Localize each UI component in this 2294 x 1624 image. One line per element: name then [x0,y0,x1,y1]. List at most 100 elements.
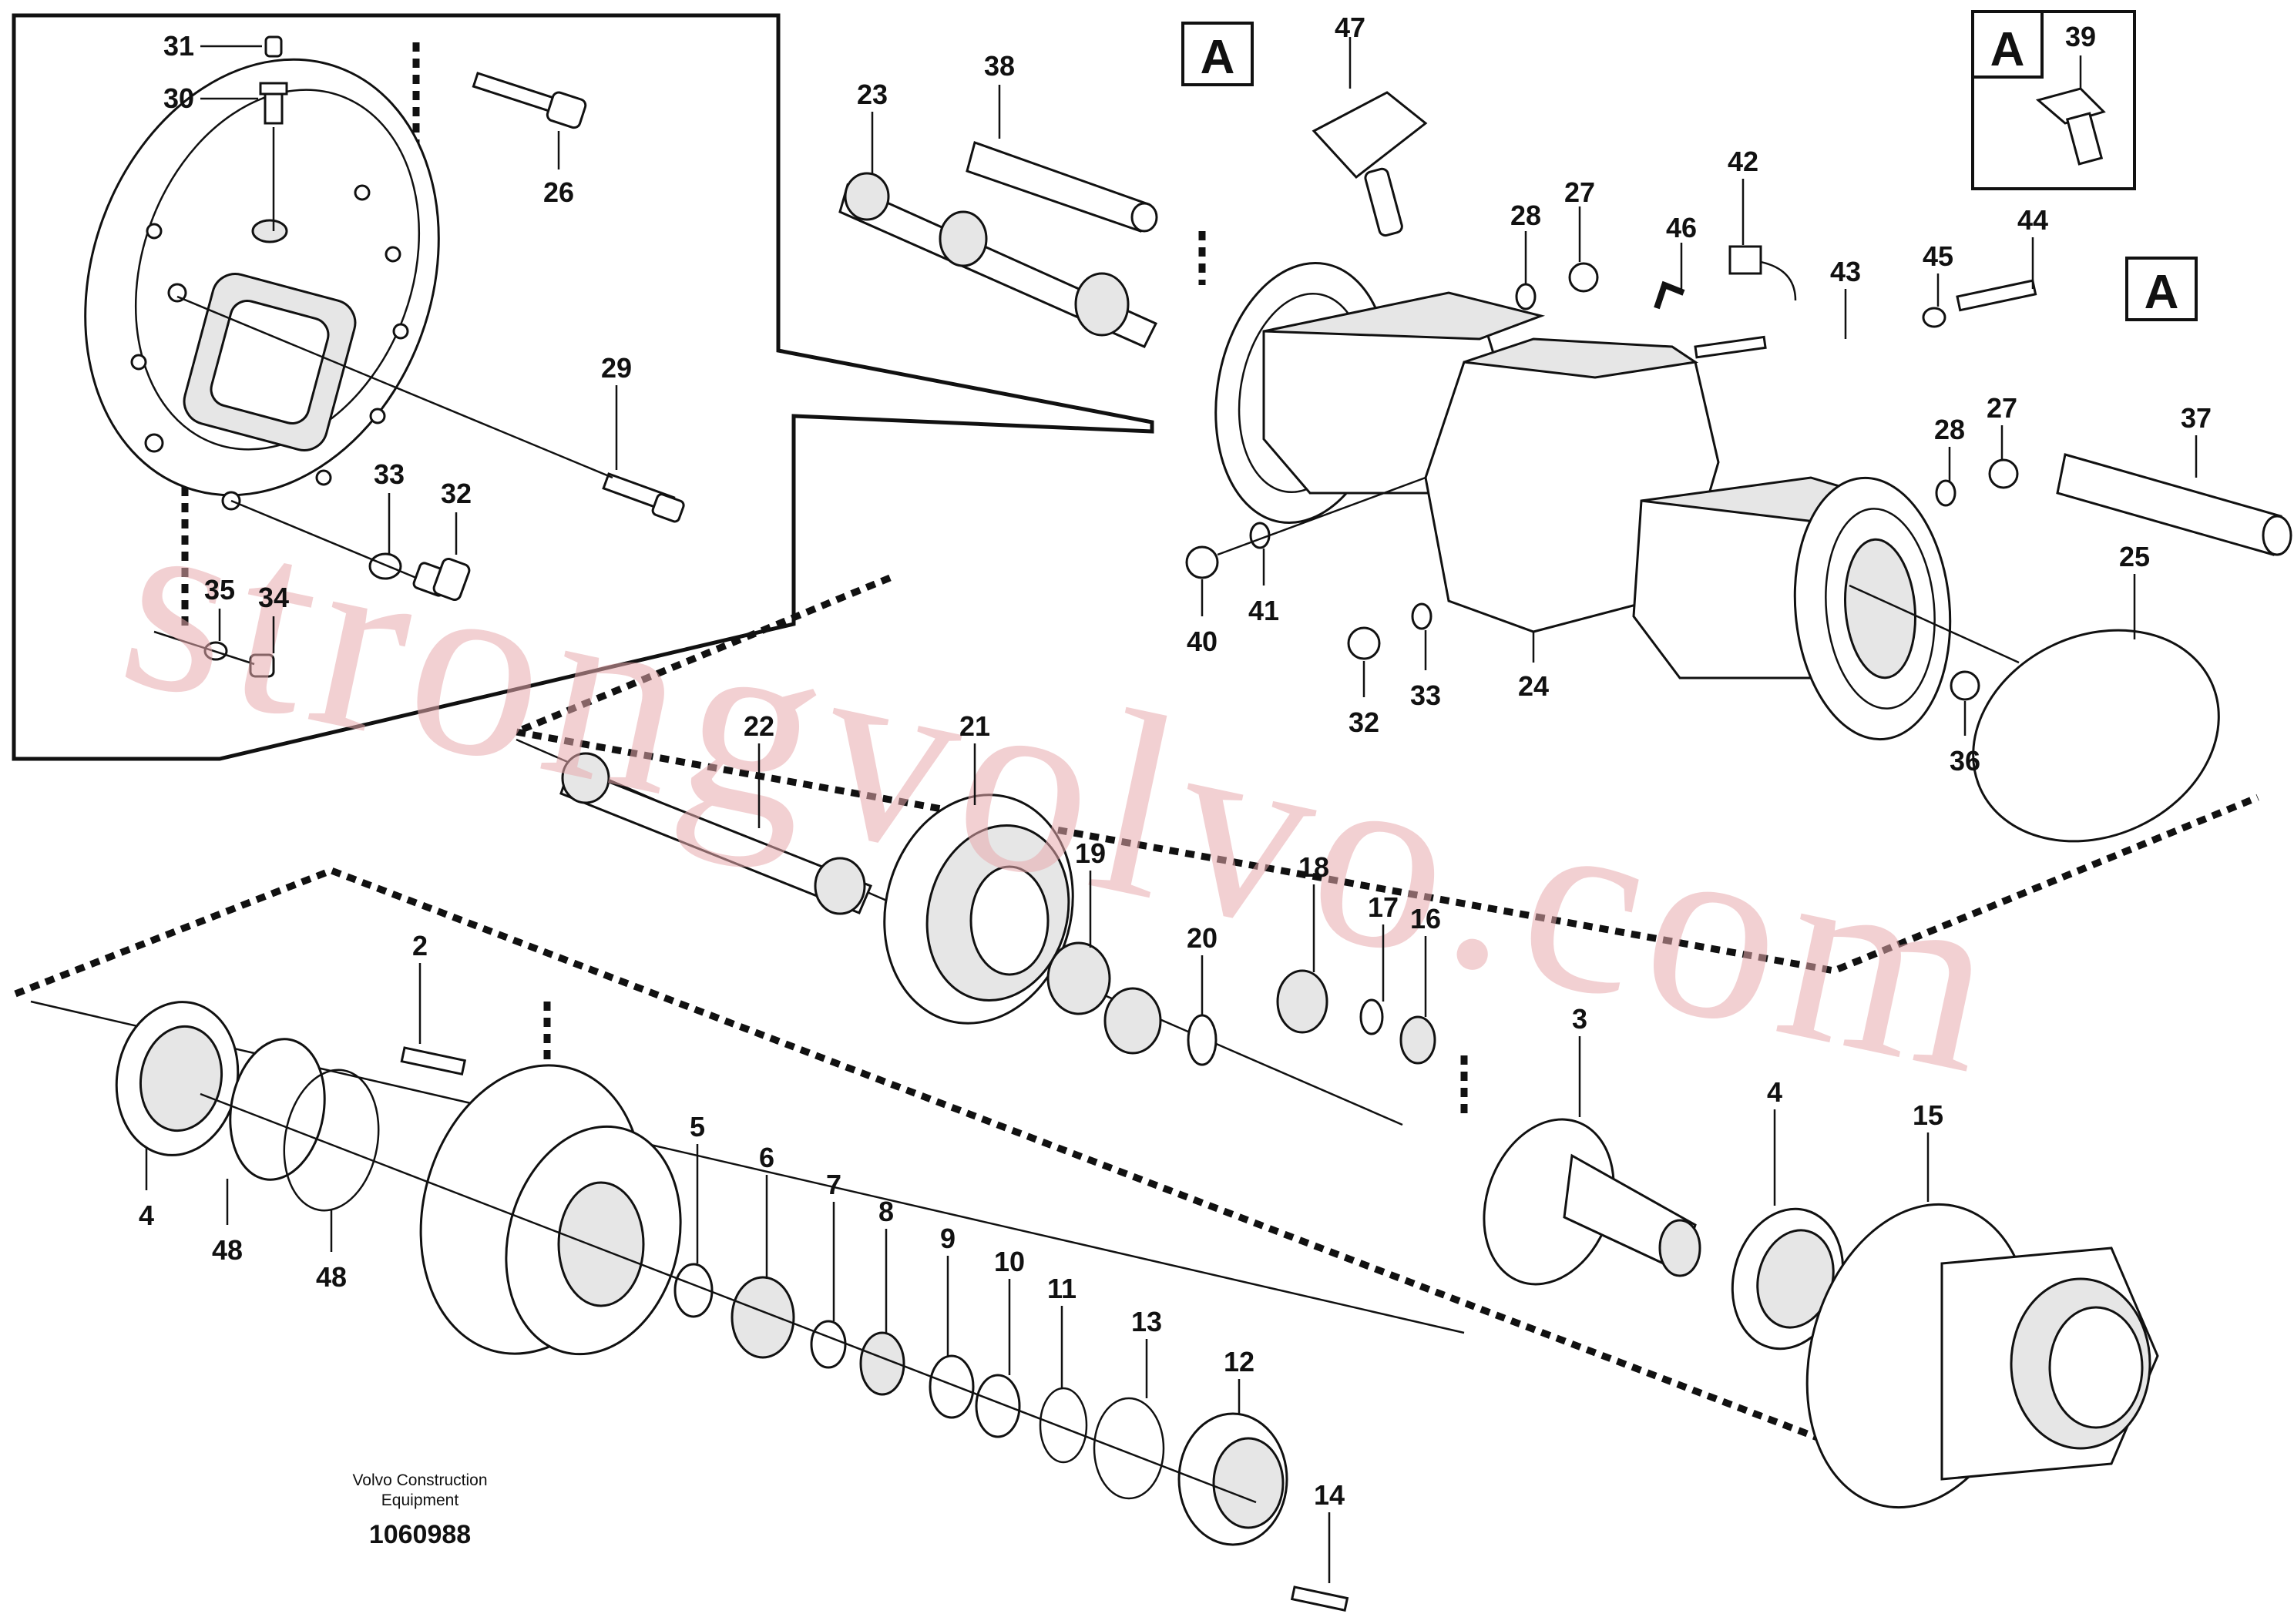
callout-28-left: 28 [1510,200,1541,231]
callout-22: 22 [744,710,774,742]
callout-26: 26 [543,176,574,208]
callout-24: 24 [1518,670,1549,702]
callout-30: 30 [163,82,194,114]
breather-47 [1312,91,1428,237]
callout-10: 10 [994,1246,1025,1277]
pin-43 [1694,335,1767,359]
callout-11: 11 [1047,1273,1076,1304]
callout-15: 15 [1913,1099,1943,1131]
lock-9 [929,1354,975,1419]
plug-27-right [1988,458,2019,489]
callout-25: 25 [2119,541,2150,572]
washer-45 [1922,307,1946,328]
callout-19: 19 [1075,837,1106,869]
spindle-3 [1483,1118,1701,1286]
sheet-info: Volvo Construction Equipment 1060988 [352,1471,487,1549]
callout-6: 6 [759,1142,774,1173]
drawing-number: 1060988 [369,1520,471,1549]
callout-2: 2 [412,930,428,961]
reference-tag: A [2145,266,2179,319]
callout-17: 17 [1368,891,1399,923]
bolt-2 [400,1046,467,1076]
callout-46: 46 [1666,212,1697,243]
hub-assembly [14,738,2159,1612]
washer-7 [810,1320,847,1369]
reference-box-a-37: A [2125,257,2198,321]
callout-33-housing: 33 [1410,679,1441,711]
callout-13: 13 [1131,1306,1162,1337]
detail-inset [12,13,1154,761]
callout-28-right: 28 [1934,414,1965,445]
plug-36 [1950,670,1980,701]
seal-41 [1249,522,1271,549]
sun-gear [1103,987,1162,1055]
planet-carrier-21 [883,794,1074,1025]
reference-box-a-38: A [1181,22,1254,86]
callout-43: 43 [1830,256,1861,287]
bolt-44 [1956,279,2037,312]
callout-4-left: 4 [139,1200,154,1231]
callout-41: 41 [1248,595,1279,626]
seal-28-left [1515,283,1537,310]
callout-8: 8 [878,1196,894,1227]
bolt-39 [2035,87,2106,166]
seal-28-right [1935,479,1956,507]
callout-39: 39 [2065,21,2096,52]
cap-31 [264,35,283,58]
callout-29: 29 [601,352,632,384]
plug-32 [412,558,471,601]
company-name-line2: Equipment [381,1491,459,1509]
bolt-26 [472,72,587,129]
callout-31: 31 [163,30,194,62]
washer-5 [673,1263,714,1318]
callout-14: 14 [1314,1479,1345,1511]
tube-23 [838,172,1158,348]
cover-12 [1177,1412,1288,1546]
sleeve-38 [966,141,1158,233]
wheel-hub [419,1064,682,1356]
axle-housing [504,91,2292,975]
callout-38: 38 [984,50,1015,82]
gear-18 [1276,969,1328,1034]
callout-27-right: 27 [1987,392,2017,424]
gear-19 [1046,941,1111,1015]
callout-36: 36 [1950,745,1980,777]
callout-48-outer: 48 [212,1234,243,1266]
plug-27-left [1568,262,1599,293]
plug-32-housing [1347,626,1381,660]
callout-33-inset: 33 [374,458,405,490]
callout-20: 20 [1187,922,1218,954]
callout-labels: 31 30 26 29 33 32 35 34 23 38 47 39 28 2… [139,12,2212,1583]
sleeve-37 [2056,453,2292,556]
screw-34 [249,653,275,678]
reference-box-a-39: A [1971,10,2136,190]
sensor-42 [1728,245,1797,301]
bleed-nipple-30 [259,82,288,125]
nut-6 [731,1276,795,1359]
hub-15 [1805,1203,2159,1509]
ring-17 [1359,998,1384,1035]
lock-10 [975,1374,1021,1438]
callout-45: 45 [1923,240,1953,272]
seal-33-housing [1411,602,1432,630]
screw-14 [1290,1585,1349,1612]
gear-16 [1399,1015,1436,1065]
sensor-29 [602,472,685,523]
callout-4-right: 4 [1767,1076,1782,1108]
callout-32-inset: 32 [441,478,472,509]
callout-9: 9 [940,1223,956,1254]
callout-21: 21 [959,710,990,742]
shaft-22 [559,752,872,915]
o-ring-25 [1972,629,2220,843]
callout-35: 35 [204,574,235,606]
callout-32-housing: 32 [1349,706,1379,738]
callout-18: 18 [1298,851,1329,883]
bearing-4-left [115,1001,240,1156]
callout-3: 3 [1572,1003,1587,1035]
bearing-8 [859,1331,905,1396]
callout-12: 12 [1224,1346,1254,1377]
callout-16: 16 [1410,903,1441,934]
callout-47: 47 [1335,12,1365,43]
